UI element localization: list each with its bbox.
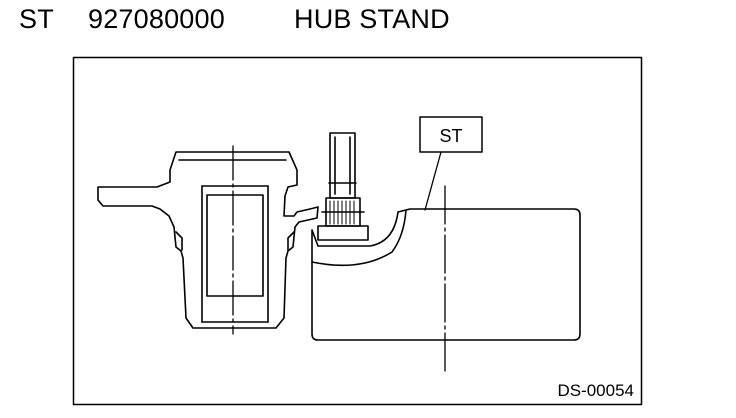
- hub-bolt: [317, 132, 369, 241]
- callout-box: [419, 116, 483, 153]
- hub-outline: [97, 151, 319, 329]
- part-number: 927080000: [88, 4, 225, 34]
- callout-leader: [424, 151, 442, 211]
- tool-name: HUB STAND: [294, 4, 450, 34]
- callout-label: ST: [439, 126, 462, 146]
- figure-id: DS-00054: [557, 381, 634, 400]
- hub-stand-tool: [311, 208, 581, 341]
- page-header: ST 927080000 HUB STAND: [0, 2, 736, 36]
- figure-frame: [72, 56, 643, 406]
- tool-code: ST: [19, 4, 54, 34]
